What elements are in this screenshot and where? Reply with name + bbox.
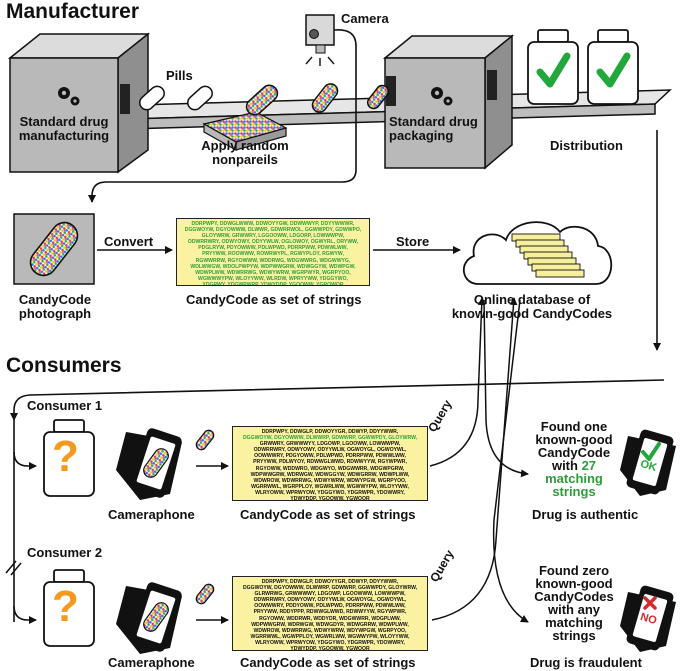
machine1-label: Standard drug manufacturing (18, 114, 110, 143)
pills-label: Pills (166, 68, 193, 83)
camera-icon (305, 14, 357, 170)
response-arrow (483, 299, 529, 478)
candycode-string-line: YDWYDDP, YGOOWW, YGWOOR (290, 646, 370, 651)
candycode-string-line: RGYOWW, WDDWRO, WDGWYO, WDGWWRR, WDGWPGR… (255, 465, 405, 472)
cameraphone-label-1: Cameraphone (108, 507, 195, 522)
candycode-string-line: DGGWOYW, DGYOWWW, DLWWRP, GDWWRP, GGWWPD… (242, 585, 418, 592)
feed-arrow (88, 169, 357, 203)
candycode-photograph (13, 213, 95, 285)
database-label: Online database of known-good CandyCodes (451, 292, 613, 321)
candycode-string-line: RGWWRRW, RGYOWWW, WDDRWG, WDGWWRG, WDGWW… (195, 257, 351, 264)
apply-nonpareils-label: Apply random nonpareils (201, 138, 289, 167)
manufacturer-strings-box: DDRPWPY, DDWGLWWW, DDWOYYGW, DDWWWYP, DD… (176, 218, 370, 286)
candycode-string-line: YDWYDDP, YGOOWW, YGWOOR (290, 496, 370, 501)
unknown-bottle-icon (43, 419, 95, 647)
consumers-title: Consumers (6, 354, 122, 377)
query-arrow (429, 297, 486, 467)
candycoded-pill-icon (245, 83, 390, 116)
candycode-string-line: WDWPLWW, WDWRRWG, WDWYWRW, WGRPWYR, WGRP… (195, 269, 351, 276)
candycode-string-line: ODWRRWRY, ODWYOWY, ODYYWLW, OGWOYGL, OGW… (253, 597, 407, 604)
question-mark-2: ? (52, 582, 79, 631)
candycode-string-line: OOWWWRY, PDDYOWW, PDLWPWD, PDRRPWW, PDWW… (254, 603, 406, 610)
candycode-string-line: GLRWRWG, GRWWWWY, LDGOWP, LGOOWWW, LOWWW… (254, 591, 406, 598)
query-arrow-2 (431, 297, 518, 621)
result1-text: Found one known-good CandyCode with 27 m… (535, 419, 613, 499)
candycode-string-line: WDWROW, WDWRRWG, WDWYWRW, WDYWPGW, WGRPY… (253, 627, 407, 634)
candycode-string-line: WDLWWGW, WDOLPWPYW, WDPWWGRW, WDWGGYW, W… (190, 263, 356, 270)
result2-text: Found zero known-good CandyCodes with an… (534, 563, 614, 643)
candycode-string-line: ODWRRWRY, ODWYOWY, ODYYWLW, OGWOYGL, OGW… (253, 447, 407, 454)
consumer1-strings-box: DDRPWPY, DDWGLP, DDWOYYGR, DDWYP, DDYYWW… (232, 426, 428, 501)
candycode-string-line: DGGWOYW, DGYOWWW, DLWWR, GDWRRWOL, GGWWP… (184, 227, 362, 234)
candycode-string-line: WDPWWGRW, WDRWGW, WDWGGYW, WDWGRRW, WDWP… (250, 471, 410, 478)
match-count: 27 (581, 458, 597, 473)
consumer2-strings-box: DDRPWPY, DDWGLP, DDWOYYGR, DDWYP, DDYYWW… (232, 576, 428, 651)
candycode-string-line: PRYYWW, ROOWWW, ROWRWYPL, RGWYPLOY, RGWY… (202, 251, 344, 258)
candycode-string-line: WGRRWWL, WGWPPLOY, WGWRLWW, WGWWYPW, WLO… (250, 633, 410, 640)
consumer1-label: Consumer 1 (27, 398, 103, 413)
question-mark-1: ? (52, 432, 79, 481)
candycode-string-line: WDWROW, WDWRRWG, WDWYWRW, WDWYPGW, WGRPY… (253, 477, 407, 484)
candycode-string-line: RGYOWW, WDDRWR, WDDYDR, WDGWWRR, WDGPLWW… (259, 615, 401, 622)
result2-verdict: Drug is fraudulent (530, 655, 642, 670)
pill-icon (139, 85, 213, 111)
candycode-string-line: DDRPWPY, DDWGLWWW, DDWOYYGW, DDWWWYP, DD… (191, 221, 355, 227)
candycode-string-line: DGGWOYW, DGYOWWW, DLWWRP, GDWWRP, GGWWPD… (242, 435, 418, 442)
candycode-string-line: WDPWWGRW, WDRWGW, WDWGDYR, WDWGRRW, WDWP… (251, 621, 409, 628)
bottle-icon (527, 29, 639, 105)
manufacturing-machine (7, 32, 151, 174)
cloud-database-icon (463, 221, 613, 285)
nonpareil-tray (202, 111, 288, 152)
packaging-machine (382, 34, 515, 170)
candycode-string-line: WGRRWWL, WGRPPLOY, WGWRLWW, WGWWYPW, WLO… (251, 483, 409, 490)
photograph-label: CandyCode photograph (18, 292, 92, 321)
distribution-to-consumers-line (10, 379, 665, 421)
candycode-string-line: PDGLRYW, PDYOWWW, PDLWPWD, PDRRPWW, PDWW… (198, 245, 348, 252)
candycode-string-line: WLRYOWW, WPRWYOW, YDGGYWO, YDGRWPR, YDOW… (255, 489, 405, 496)
consumer2-strings-label: CandyCode as set of strings (240, 655, 416, 670)
candycode-string-line: WLRYOWW, WPRWYOW, YDGGYWO, YDGRWPR, YDOW… (255, 639, 405, 646)
consumer1-strings-label: CandyCode as set of strings (240, 507, 416, 522)
manufacturer-title: Manufacturer (6, 0, 140, 23)
candycode-string-line: PRYYWW, RDDYPPP, RDWWGLWWD, RDWWYYW, RGY… (253, 609, 407, 616)
candycode-string-line: YDGRWY, YDGWPWRP, YDWYDDP, YGOOWW, YGROW… (202, 281, 344, 286)
result-phone-no-icon (620, 585, 676, 652)
distribution-label: Distribution (550, 138, 623, 153)
manufacturer-strings-label: CandyCode as set of strings (186, 292, 362, 307)
candycode-string-line: DDRPWPY, DDWGLP, DDWOYYGR, DDWYP, DDYYWW… (261, 579, 399, 585)
candycode-string-line: PRYYWW, PDLWYOY, RDWWGLWWD, RDWWYYW, RGY… (253, 459, 407, 466)
candycode-string-line: ODWRRWRY, ODWYOWY, ODYYWLW, OGLOWOY, OGW… (187, 239, 359, 246)
convert-label: Convert (104, 234, 154, 249)
candycode-string-line: GRWWRY, GRWWWYY, LDGOWP, LGOOWW, LOWWWPW… (259, 441, 401, 448)
gear-icon (58, 87, 453, 106)
store-label: Store (396, 234, 430, 249)
candycode-string-line: GLOYWRW, GRWWRY, LGGOOWW, LDGORP, LOWWWP… (201, 233, 345, 240)
consumer2-label: Consumer 2 (27, 545, 103, 560)
response-arrow-2 (492, 299, 529, 623)
result-phone-ok-icon (620, 429, 676, 496)
candycode-string-line: WGWWWYPW, WLOYYWW, WLRDW, WPRYYWW, YDGGY… (198, 275, 348, 282)
cameraphone-icon (116, 428, 215, 654)
result1-verdict: Drug is authentic (532, 507, 639, 522)
candycode-string-line: DDRPWPY, DDWGLP, DDWOYYGR, DDWYP, DDYYWW… (261, 429, 399, 435)
camera-label: Camera (341, 11, 389, 26)
machine2-label: Standard drug packaging (389, 114, 478, 143)
candycode-string-line: OOWWWRY, PDGYOWW, PDLWPWD, PDRRPWW, PDWW… (254, 453, 406, 460)
cameraphone-label-2: Cameraphone (108, 655, 195, 670)
